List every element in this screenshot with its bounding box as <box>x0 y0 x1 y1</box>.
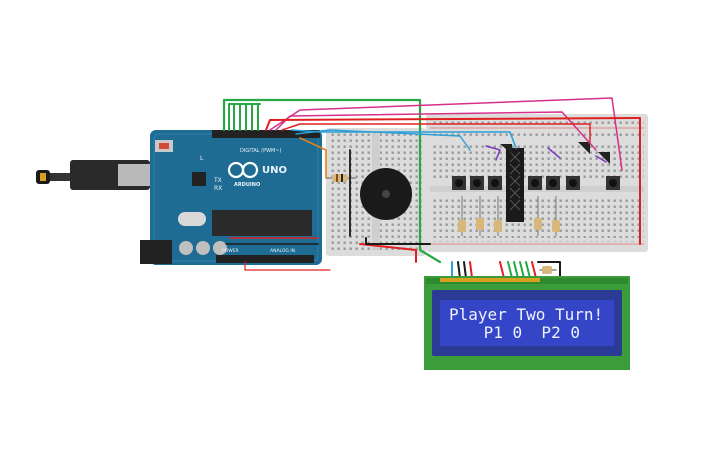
analog-label: ANALOG IN <box>270 248 295 254</box>
led-rx-label: RX <box>214 185 222 192</box>
lcd-line-2: P1 0 P2 0 <box>474 323 590 342</box>
analog-header <box>216 255 314 263</box>
led-l-label: L <box>200 155 204 162</box>
lcd-line-1: Player Two Turn! <box>449 305 603 324</box>
push-button[interactable] <box>546 176 560 190</box>
digital-header <box>212 130 320 138</box>
transistor <box>500 142 610 164</box>
usb-cable <box>36 160 158 190</box>
arduino-model-label: UNO <box>262 165 287 176</box>
push-button[interactable] <box>566 176 580 190</box>
resistor <box>326 174 356 182</box>
push-button[interactable] <box>528 176 542 190</box>
push-button[interactable] <box>452 176 466 190</box>
piezo-buzzer <box>360 168 412 220</box>
component-array <box>506 148 524 222</box>
arduino-logo-icon <box>227 161 259 179</box>
power-jack <box>140 240 172 264</box>
power-label: POWER <box>222 248 239 254</box>
push-button[interactable] <box>470 176 484 190</box>
lcd-module: Player Two Turn! P1 0 P2 0 <box>424 276 630 370</box>
resistor-row <box>458 196 560 236</box>
arduino-brand-label: ARDUINO <box>234 182 260 188</box>
digital-label: DIGITAL (PWM~) <box>240 148 282 154</box>
arduino-board: DIGITAL (PWM~) TX RX L ARDUINO UNO POWER… <box>140 130 322 265</box>
microcontroller-chip <box>212 210 312 236</box>
lcd-screen <box>440 300 614 346</box>
push-button[interactable] <box>606 176 620 190</box>
lcd-pin-header <box>440 278 540 282</box>
led-tx-label: TX <box>213 177 222 184</box>
push-button-row <box>452 176 620 190</box>
push-button[interactable] <box>488 176 502 190</box>
wires <box>222 97 641 279</box>
